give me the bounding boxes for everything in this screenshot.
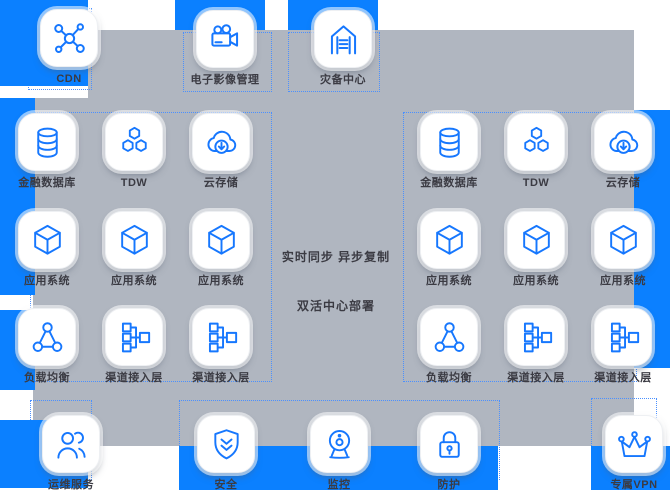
node-triangle-icon xyxy=(420,308,478,366)
diagram-item-flowchart: 渠道接入层 xyxy=(105,308,163,384)
item-label: 运维服务 xyxy=(48,479,94,491)
diagram-item-hexagons: TDW xyxy=(507,113,565,189)
flowchart-icon xyxy=(507,308,565,366)
diagram-item-flowchart: 渠道接入层 xyxy=(192,308,250,384)
dual-active-text: 双活中心部署 xyxy=(296,299,375,313)
diagram-item-cloud-download: 云存储 xyxy=(594,113,652,189)
item-label: TDW xyxy=(120,177,148,189)
item-label: 灾备中心 xyxy=(320,74,366,86)
diagram-item-network: CDN xyxy=(40,9,98,85)
diagram-item-cube: 应用系统 xyxy=(420,211,478,287)
node-triangle-icon xyxy=(18,308,76,366)
item-label: 电子影像管理 xyxy=(190,74,260,86)
flowchart-icon xyxy=(105,308,163,366)
item-label: 安全 xyxy=(214,479,238,491)
item-label: 负载均衡 xyxy=(426,372,472,384)
diagram-item-shield: 安全 xyxy=(197,415,255,491)
crown-icon xyxy=(605,415,663,473)
cube-icon xyxy=(18,211,76,269)
diagram-item-flowchart: 渠道接入层 xyxy=(594,308,652,384)
diagram-item-webcam: 监控 xyxy=(310,415,368,491)
cloud-download-icon xyxy=(594,113,652,171)
database-icon xyxy=(420,113,478,171)
item-label: 监控 xyxy=(327,479,351,491)
users-icon xyxy=(42,415,100,473)
diagram-item-cube: 应用系统 xyxy=(594,211,652,287)
item-label: 应用系统 xyxy=(513,275,559,287)
item-label: CDN xyxy=(56,73,82,85)
shield-icon xyxy=(197,415,255,473)
diagram-item-lock: 防护 xyxy=(420,415,478,491)
video-camera-icon xyxy=(196,10,254,68)
item-label: 防护 xyxy=(437,479,461,491)
diagram-item-users: 运维服务 xyxy=(42,415,100,491)
cube-icon xyxy=(594,211,652,269)
diagram-item-video-camera: 电子影像管理 xyxy=(191,10,259,86)
item-label: 渠道接入层 xyxy=(105,372,163,384)
cube-icon xyxy=(105,211,163,269)
item-label: 专属VPN xyxy=(610,479,658,491)
sync-mode-text: 实时同步 异步复制 xyxy=(281,250,391,264)
hexagons-icon xyxy=(105,113,163,171)
item-label: 应用系统 xyxy=(24,275,70,287)
cube-icon xyxy=(507,211,565,269)
cloud-download-icon xyxy=(192,113,250,171)
diagram-item-flowchart: 渠道接入层 xyxy=(507,308,565,384)
hexagons-icon xyxy=(507,113,565,171)
item-label: 负载均衡 xyxy=(24,372,70,384)
disaster-center-icon xyxy=(314,10,372,68)
diagram-item-cube: 应用系统 xyxy=(507,211,565,287)
diagram-item-cloud-download: 云存储 xyxy=(192,113,250,189)
item-label: 渠道接入层 xyxy=(594,372,652,384)
item-label: 应用系统 xyxy=(198,275,244,287)
item-label: 应用系统 xyxy=(600,275,646,287)
diagram-item-cube: 应用系统 xyxy=(18,211,76,287)
cube-icon xyxy=(420,211,478,269)
network-icon xyxy=(40,9,98,67)
diagram-item-disaster-center: 灾备中心 xyxy=(314,10,372,86)
diagram-item-database: 金融数据库 xyxy=(420,113,478,189)
database-icon xyxy=(18,113,76,171)
item-label: 云存储 xyxy=(605,177,641,189)
cube-icon xyxy=(192,211,250,269)
item-label: 应用系统 xyxy=(426,275,472,287)
diagram-item-cube: 应用系统 xyxy=(105,211,163,287)
item-label: 云存储 xyxy=(203,177,239,189)
diagram-item-database: 金融数据库 xyxy=(18,113,76,189)
diagram-item-cube: 应用系统 xyxy=(192,211,250,287)
diagram-item-hexagons: TDW xyxy=(105,113,163,189)
diagram-item-crown: 专属VPN xyxy=(605,415,663,491)
flowchart-icon xyxy=(594,308,652,366)
item-label: 金融数据库 xyxy=(18,177,76,189)
diagram-item-node-triangle: 负载均衡 xyxy=(420,308,478,384)
item-label: TDW xyxy=(522,177,550,189)
lock-icon xyxy=(420,415,478,473)
item-label: 应用系统 xyxy=(111,275,157,287)
item-label: 渠道接入层 xyxy=(507,372,565,384)
webcam-icon xyxy=(310,415,368,473)
diagram-item-node-triangle: 负载均衡 xyxy=(18,308,76,384)
item-label: 金融数据库 xyxy=(420,177,478,189)
flowchart-icon xyxy=(192,308,250,366)
item-label: 渠道接入层 xyxy=(192,372,250,384)
